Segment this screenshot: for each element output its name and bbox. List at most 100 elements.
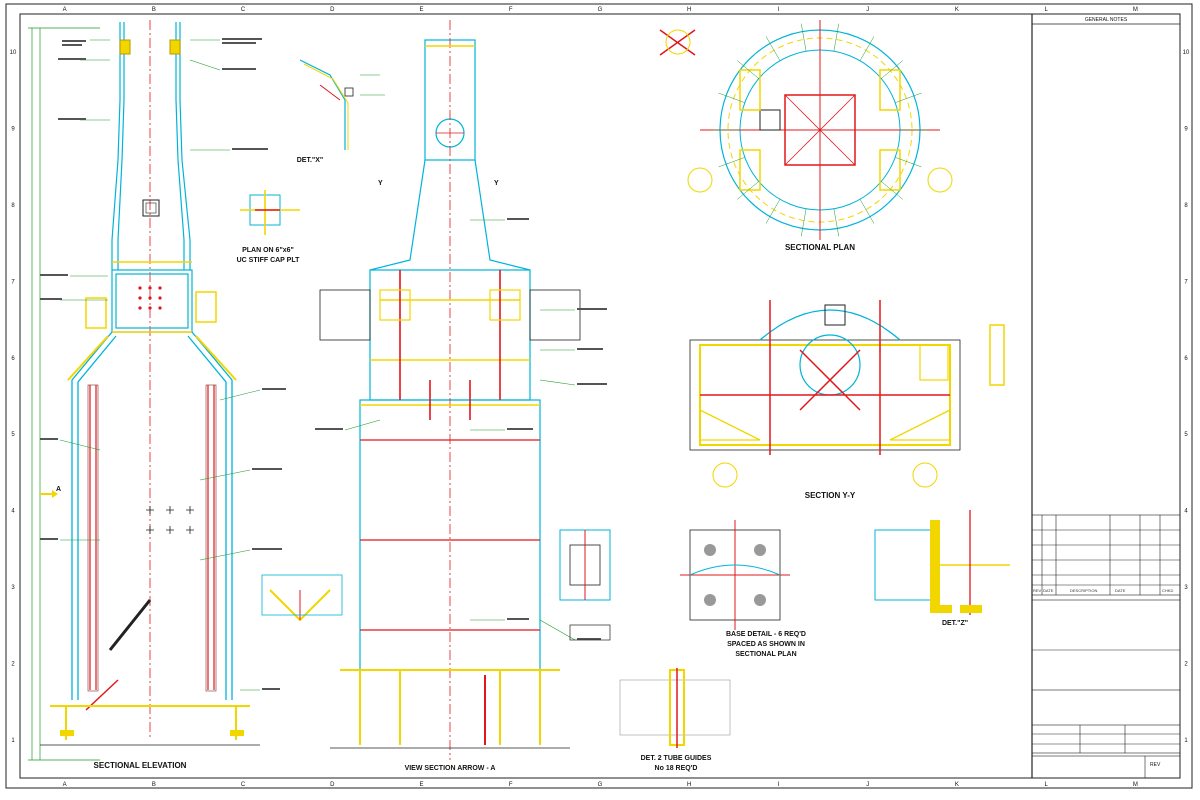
grid-column-label: F [509, 782, 513, 788]
plan-radial-line [737, 181, 759, 200]
det-z-title: DET."Z" [942, 620, 968, 627]
base-detail-line1: BASE DETAIL - 6 REQ'D [726, 631, 806, 638]
plan-radial-line [895, 92, 922, 103]
grid-column-label: C [241, 7, 246, 13]
revision-table [1031, 514, 1181, 779]
section-y-marker-left: Y [378, 180, 383, 187]
sheet-inner-border [19, 13, 1181, 779]
grid-column-label: A [63, 782, 67, 788]
grid-row-label: 6 [11, 356, 15, 362]
grid-column-label: M [1133, 7, 1138, 13]
grid-column-labels-bottom: A B C D E F G H I J K L M [63, 782, 1138, 788]
grid-row-label: 5 [1184, 432, 1188, 438]
grid-row-label: 6 [1184, 356, 1188, 362]
grid-row-label: 4 [1184, 509, 1188, 515]
grid-column-label: I [778, 782, 780, 788]
grid-column-label: H [687, 782, 691, 788]
tube-guides-title-line2: No 18 REQ'D [655, 765, 698, 772]
grid-row-label: 4 [11, 509, 15, 515]
section-y-y-title: SECTION Y-Y [805, 491, 856, 500]
grid-row-label: 1 [11, 738, 15, 744]
grid-column-label: H [687, 7, 691, 13]
view-section-arrow-a-title: VIEW SECTION ARROW - A [405, 765, 496, 772]
grid-column-label: M [1133, 782, 1138, 788]
base-detail-line3: SECTIONAL PLAN [735, 651, 796, 658]
plan-radial-line [718, 157, 745, 168]
grid-row-label: 2 [11, 661, 15, 667]
grid-column-label: E [420, 782, 424, 788]
plan-radial-line [859, 36, 875, 61]
section-y-marker-right: Y [494, 180, 499, 187]
plan-radial-line [800, 23, 807, 52]
grid-row-label: 5 [11, 432, 15, 438]
grid-column-label: J [866, 782, 869, 788]
grid-column-label: B [152, 7, 156, 13]
grid-row-label: 9 [1184, 127, 1188, 133]
grid-column-label: L [1044, 782, 1048, 788]
grid-column-label: G [598, 7, 603, 13]
grid-row-label: 1 [1184, 738, 1188, 744]
grid-column-label: D [330, 7, 335, 13]
grid-row-label: 8 [1184, 203, 1188, 209]
det-x-view: DET."X" [297, 59, 385, 164]
base-detail-line2: SPACED AS SHOWN IN [727, 641, 805, 648]
date-col-header: DATE [1043, 588, 1054, 593]
general-notes-heading: GENERAL NOTES [1085, 17, 1128, 23]
plan-radial-line [833, 208, 840, 237]
tube-guides-detail: DET. 2 TUBE GUIDES No 18 REQ'D [559, 529, 731, 772]
sectional-plan-view: SECTIONAL PLAN [659, 20, 953, 252]
plan-radial-line [800, 208, 807, 237]
bolt-pattern [138, 286, 162, 310]
plan-radial-line [737, 60, 759, 79]
grid-row-label: 7 [11, 279, 15, 285]
plan-radial-line [881, 181, 903, 200]
grid-row-label: 8 [11, 203, 15, 209]
plan-radial-line [765, 199, 781, 224]
date2-col-header: DATE [1115, 588, 1126, 593]
plan-radial-line [881, 60, 903, 79]
grid-column-label: J [866, 7, 869, 13]
base-detail-view: BASE DETAIL - 6 REQ'D SPACED AS SHOWN IN… [680, 520, 806, 658]
grid-column-label: K [955, 7, 959, 13]
platform-outline-left [319, 289, 371, 341]
rev-col-header: REV [1033, 588, 1042, 593]
grid-row-label: 9 [11, 127, 15, 133]
plan-radial-line [718, 92, 745, 103]
grid-row-label: 10 [1183, 50, 1190, 56]
chkd-col-header: CHKD [1162, 588, 1173, 593]
grid-column-label: C [241, 782, 246, 788]
det-z-small-view [261, 574, 343, 622]
grid-row-label: 7 [1184, 279, 1188, 285]
plan-radial-line [859, 199, 875, 224]
det-z-view: DET."Z" [874, 510, 1010, 627]
section-y-y-view: SECTION Y-Y [689, 300, 1005, 500]
plan-radial-line [895, 157, 922, 168]
grid-column-label: A [63, 7, 67, 13]
grid-column-label: F [509, 7, 513, 13]
sheet-outer-border [5, 3, 1193, 789]
plan-radial-line [833, 23, 840, 52]
grid-column-label: D [330, 782, 335, 788]
grid-column-label: K [955, 782, 959, 788]
title-block: GENERAL NOTES REV DATE DESCRIPTION DATE … [1031, 17, 1181, 779]
grid-column-label: G [598, 782, 603, 788]
grid-row-label: 2 [1184, 661, 1188, 667]
rev-label: REV [1150, 762, 1161, 768]
plan-radial-line [765, 36, 781, 61]
sectional-plan-title: SECTIONAL PLAN [785, 243, 855, 252]
grid-row-label: 3 [11, 585, 15, 591]
grid-column-label: B [152, 782, 156, 788]
grid-column-label: L [1044, 7, 1048, 13]
callout-leaders [59, 39, 261, 691]
plan-stiff-cap-line1: PLAN ON 6"x6" [242, 247, 294, 254]
sectional-elevation-title: SECTIONAL ELEVATION [94, 761, 187, 770]
grid-column-label: E [420, 7, 424, 13]
grid-row-label: 3 [1184, 585, 1188, 591]
plan-on-stiff-cap-view: PLAN ON 6"x6" UC STIFF CAP PLT [237, 190, 300, 264]
view-section-arrow-a: Y Y VIEW SECTION ARROW - A [315, 20, 607, 772]
description-col-header: DESCRIPTION [1070, 588, 1097, 593]
grid-row-labels-right: 10 9 8 7 6 5 4 3 2 1 [1183, 50, 1190, 744]
